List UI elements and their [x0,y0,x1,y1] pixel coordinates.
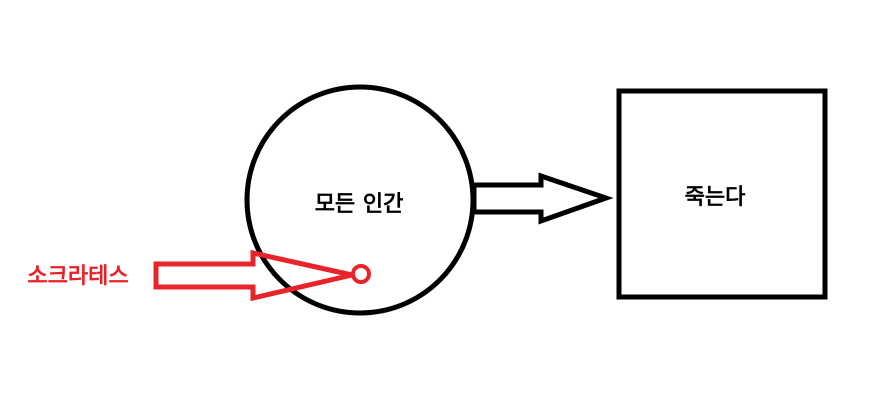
circle-label: 모든 인간 [315,192,404,217]
socrates-pointer-arrow [153,249,353,302]
circle-to-box-arrow [471,172,614,225]
socrates-point [351,264,371,284]
mortal-box [616,88,828,300]
pointer-label: 소크라테스 [27,264,128,289]
box-label: 죽는다 [685,185,746,210]
